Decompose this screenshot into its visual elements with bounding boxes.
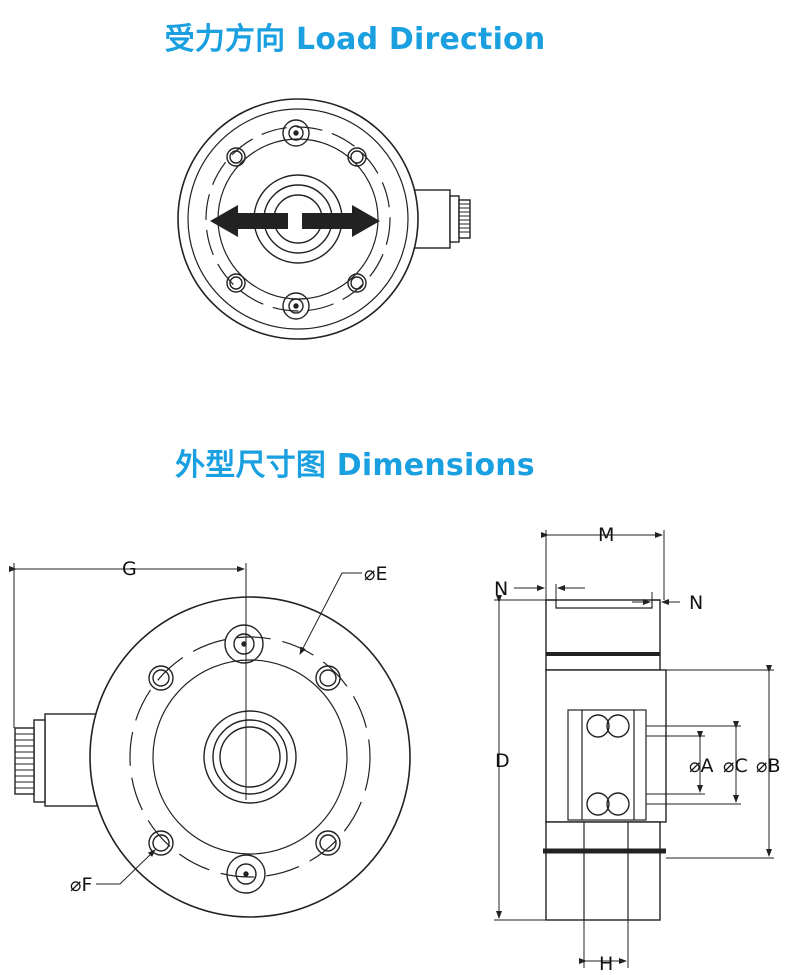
front-bolt-holes bbox=[148, 624, 341, 894]
label-E: ⌀E bbox=[364, 563, 387, 585]
dimension-N bbox=[514, 584, 680, 608]
dimension-H bbox=[579, 920, 629, 968]
load-direction-arrows bbox=[210, 205, 380, 237]
side-view bbox=[494, 530, 774, 968]
label-A: ⌀A bbox=[689, 755, 713, 777]
dimension-A bbox=[646, 731, 705, 795]
leader-E bbox=[299, 572, 362, 655]
label-C: ⌀C bbox=[723, 755, 748, 777]
label-N-left: N bbox=[494, 578, 508, 600]
label-M: M bbox=[598, 524, 614, 546]
leader-F bbox=[96, 849, 156, 885]
label-D: D bbox=[495, 750, 510, 772]
front-view bbox=[9, 563, 411, 918]
label-G: G bbox=[122, 558, 137, 580]
label-F: ⌀F bbox=[70, 874, 92, 896]
label-H: H bbox=[599, 953, 613, 975]
dimension-D bbox=[494, 595, 546, 921]
dimension-G bbox=[9, 563, 247, 728]
side-bearing-balls bbox=[586, 714, 630, 816]
front-connector bbox=[14, 713, 98, 807]
load-direction-view bbox=[177, 98, 471, 340]
label-B: ⌀B bbox=[756, 755, 780, 777]
label-N-right: N bbox=[689, 592, 703, 614]
dimension-M bbox=[541, 530, 665, 600]
load-direction-title: 受力方向 Load Direction bbox=[164, 22, 546, 57]
dimension-B bbox=[666, 665, 774, 859]
dimensions-title: 外型尺寸图 Dimensions bbox=[175, 448, 535, 483]
dimension-C bbox=[646, 721, 741, 805]
top-bolt-holes bbox=[226, 119, 367, 320]
